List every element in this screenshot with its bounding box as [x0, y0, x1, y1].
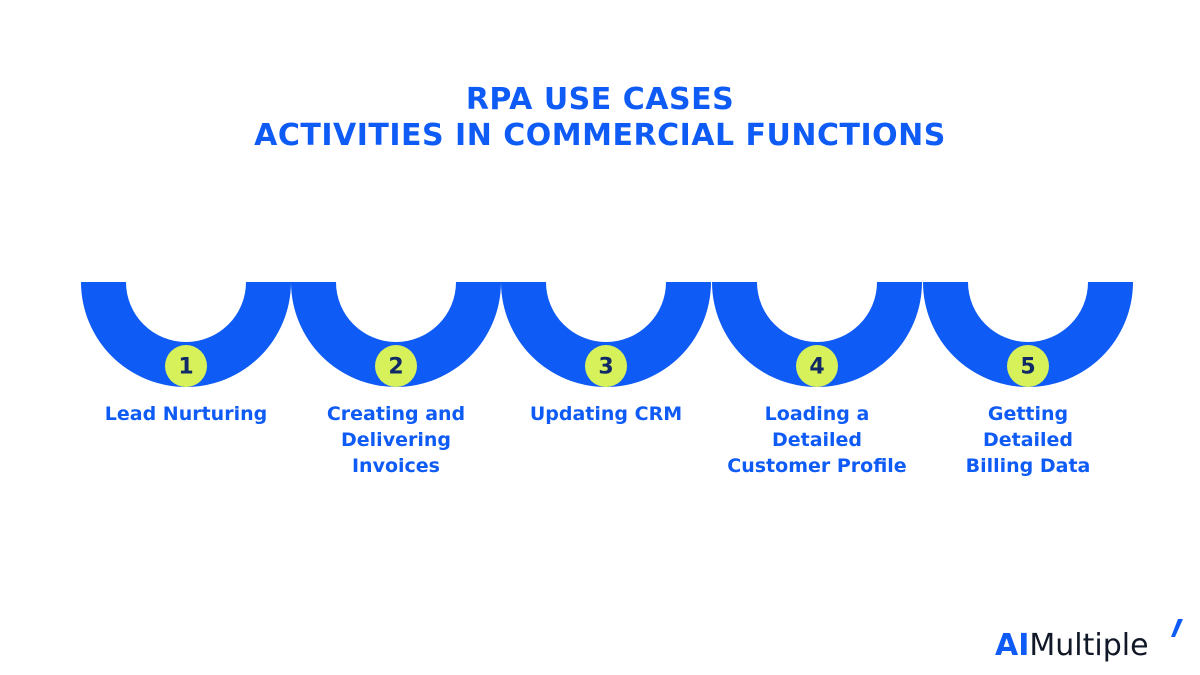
step-label-1: Lead Nurturing — [86, 401, 286, 427]
step-arc-3 — [501, 282, 711, 387]
step-label-line: Delivering — [341, 429, 451, 451]
step-number-circle-3 — [585, 345, 627, 387]
step-label-line: Invoices — [351, 455, 440, 477]
step-number-circle-4 — [796, 345, 838, 387]
step-number-1: 1 — [178, 355, 193, 380]
step-label-line: Customer Profile — [727, 455, 907, 477]
step-number-2: 2 — [388, 355, 403, 380]
step-number-circle-1 — [165, 345, 207, 387]
step-number-4: 4 — [809, 355, 824, 380]
step-arc-5 — [923, 282, 1133, 387]
logo-accent-text: AI — [995, 628, 1030, 663]
step-arc-2 — [291, 282, 501, 387]
step-label-3: Updating CRM — [506, 401, 706, 427]
step-arc-1 — [81, 282, 291, 387]
diagram-title-line-2: ACTIVITIES IN COMMERCIAL FUNCTIONS — [254, 118, 946, 153]
step-label-line: Loading a Detailed — [764, 403, 870, 451]
step-label-line: Lead Nurturing — [104, 403, 268, 425]
aimultiple-logo: AIMultiple — [995, 626, 1149, 666]
step-number-5: 5 — [1020, 355, 1035, 380]
step-label-line: Updating CRM — [529, 403, 683, 425]
logo-rest-text: Multiple — [1029, 628, 1149, 663]
step-label-line: Detailed — [982, 429, 1074, 451]
logo-mark-icon — [1171, 619, 1183, 637]
step-label-line: Creating and — [326, 403, 466, 425]
step-label-line: Billing Data — [965, 455, 1091, 477]
step-arc-4 — [712, 282, 922, 387]
step-number-circle-5 — [1007, 345, 1049, 387]
step-number-3: 3 — [598, 355, 613, 380]
step-label-line: Getting — [987, 403, 1069, 425]
step-number-circle-2 — [375, 345, 417, 387]
diagram-title-line-1: RPA USE CASES — [465, 82, 735, 117]
